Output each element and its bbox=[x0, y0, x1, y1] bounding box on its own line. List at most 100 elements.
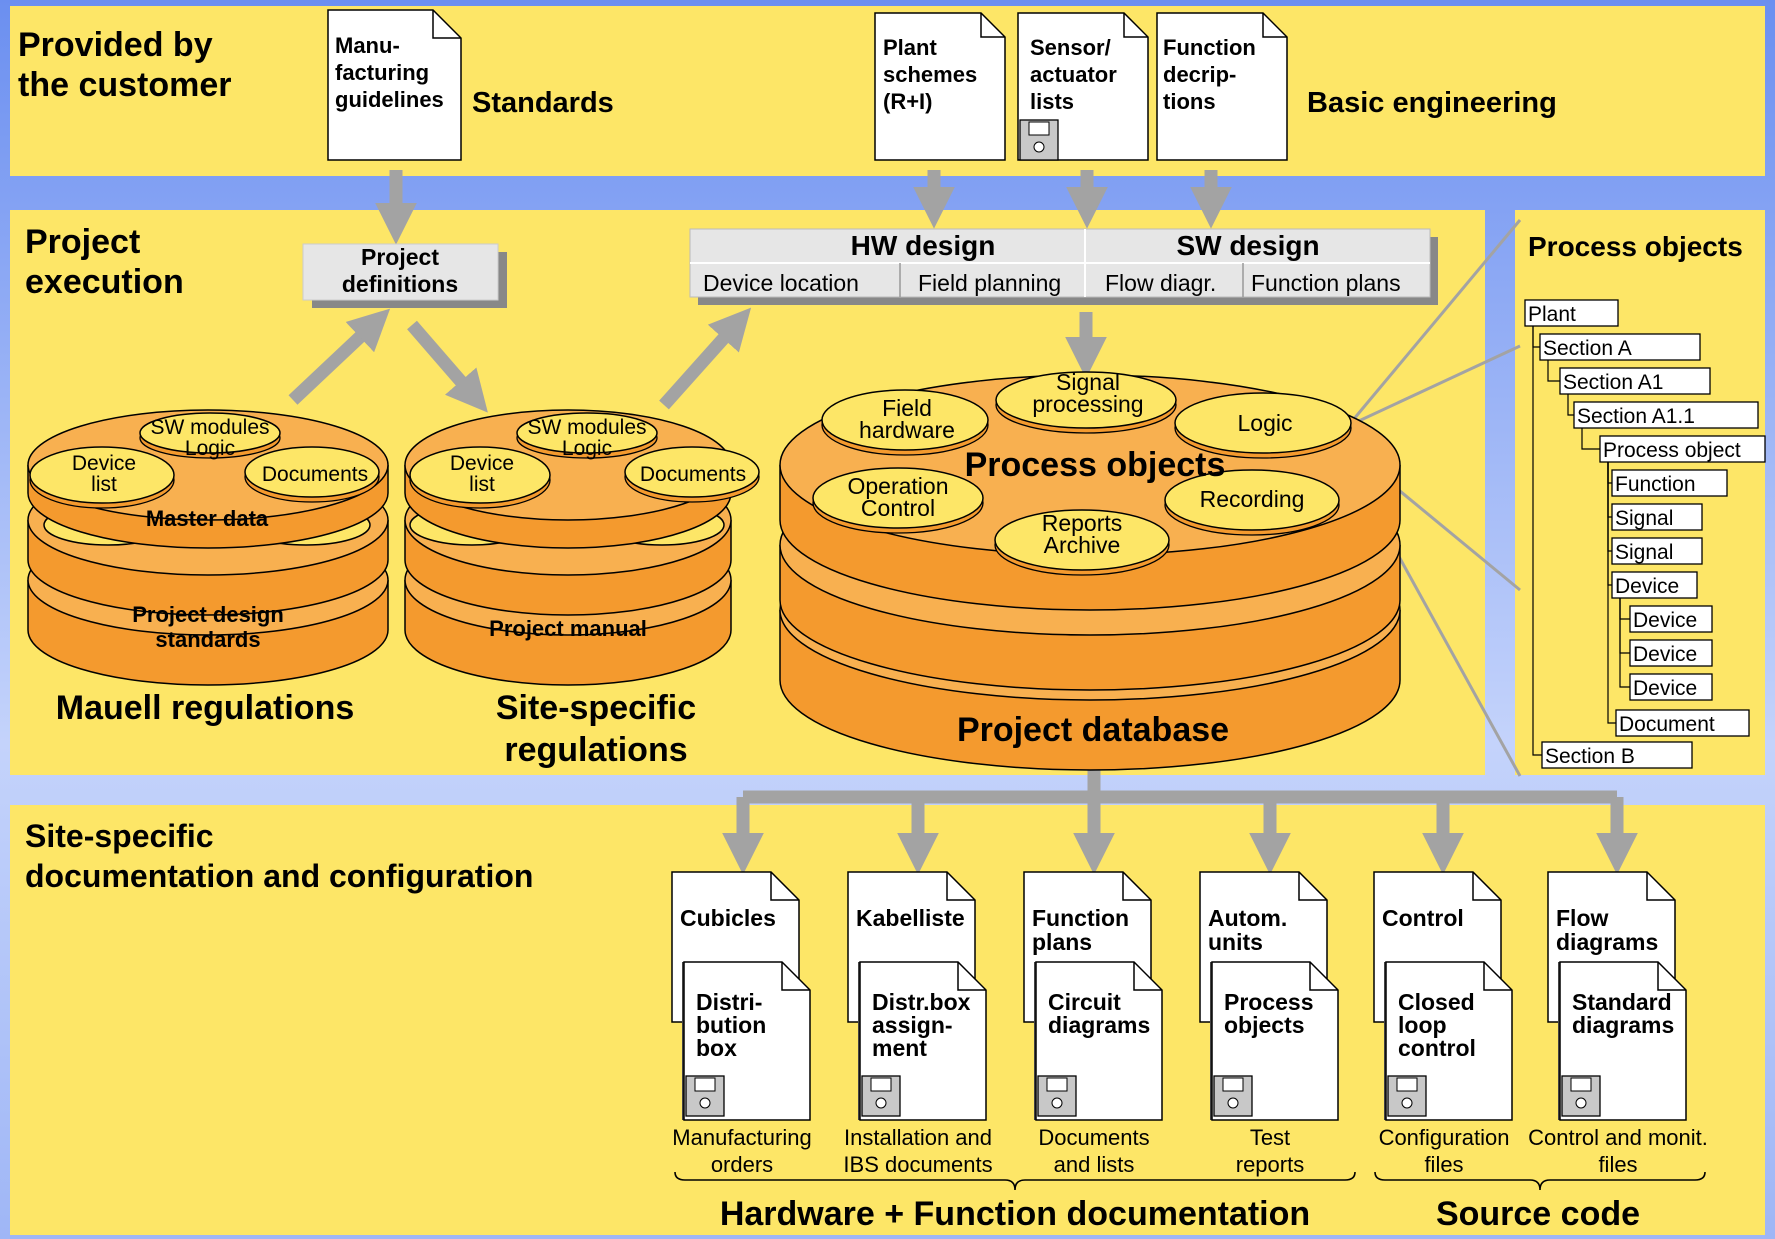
oval-field-hardware bbox=[821, 389, 989, 451]
project-definitions-label: Project bbox=[361, 244, 439, 270]
tree-node bbox=[1611, 503, 1703, 531]
floppy-shutter bbox=[1570, 1077, 1592, 1092]
brace-hardware-function bbox=[674, 1171, 1356, 1191]
doc-back-label: units bbox=[1208, 929, 1263, 955]
customer-title: the customer bbox=[18, 66, 232, 104]
design-cell: Field planning bbox=[918, 270, 1061, 296]
doc-back-label: plans bbox=[1032, 929, 1092, 955]
project-definitions-box bbox=[302, 243, 499, 301]
doc-front-label: assign- bbox=[872, 1012, 953, 1038]
tree-node-label: Process object bbox=[1603, 439, 1741, 462]
project-database-caption: Project database bbox=[957, 711, 1229, 749]
tree-node bbox=[1629, 639, 1713, 667]
doc-label: Function bbox=[1163, 35, 1256, 60]
tree-connector bbox=[1619, 598, 1630, 688]
doc-front-label: Process bbox=[1224, 989, 1314, 1015]
tree-node bbox=[1559, 367, 1711, 395]
sw-modules-label: Logic bbox=[185, 437, 235, 460]
tree-node-label: Section A bbox=[1543, 337, 1632, 360]
site-docs-title: Site-specific bbox=[25, 818, 214, 854]
design-cell: Function plans bbox=[1251, 270, 1401, 296]
tree-connector bbox=[1581, 428, 1600, 450]
tree-node bbox=[1629, 605, 1713, 633]
doc-caption: files bbox=[1424, 1152, 1463, 1177]
tree-connector bbox=[1547, 360, 1560, 382]
hardware-function-label: Hardware + Function documentation bbox=[720, 1195, 1310, 1233]
arrow-definitions-to-site bbox=[407, 320, 488, 413]
doc-front-label: Circuit bbox=[1048, 989, 1121, 1015]
floppy-hub bbox=[1033, 141, 1045, 153]
doc-label: Sensor/ bbox=[1030, 35, 1111, 60]
doc-caption: Test bbox=[1250, 1125, 1290, 1150]
field-hardware-label: hardware bbox=[859, 417, 955, 443]
floppy-shutter bbox=[694, 1077, 716, 1092]
page-fold bbox=[1472, 872, 1501, 901]
project-manual-label: Project manual bbox=[489, 616, 647, 641]
tree-node-label: Function bbox=[1615, 473, 1696, 496]
doc-label: Manu- bbox=[335, 33, 400, 58]
doc-front-label: loop bbox=[1398, 1012, 1447, 1038]
basic-engineering-label: Basic engineering bbox=[1307, 87, 1557, 119]
page-fold bbox=[432, 10, 461, 39]
project-design-standards-label: Project design bbox=[132, 602, 284, 627]
tree-connector bbox=[1567, 394, 1574, 416]
doc-front-label: diagrams bbox=[1048, 1012, 1150, 1038]
doc-caption: IBS documents bbox=[843, 1152, 992, 1177]
reports-archive-label: Archive bbox=[1044, 532, 1121, 558]
page-fold bbox=[1646, 872, 1675, 901]
page-fold bbox=[1123, 13, 1148, 38]
oval-operation-control bbox=[812, 467, 984, 529]
oval-device-list bbox=[409, 446, 551, 504]
doc-caption: Control and monit. bbox=[1528, 1125, 1708, 1150]
page-fold bbox=[1657, 962, 1686, 991]
tree-connector bbox=[1607, 462, 1616, 724]
design-cell: Flow diagr. bbox=[1105, 270, 1216, 296]
floppy-shutter bbox=[870, 1077, 892, 1092]
floppy-hub bbox=[699, 1097, 711, 1109]
execution-title: Project bbox=[25, 223, 140, 261]
floppy-hub bbox=[1575, 1097, 1587, 1109]
doc-back-label: Function bbox=[1032, 905, 1129, 931]
doc-front-label: Distr.box bbox=[872, 989, 971, 1015]
floppy-hub bbox=[1227, 1097, 1239, 1109]
tree-node-label: Section A1 bbox=[1563, 371, 1663, 394]
signal-processing-label: processing bbox=[1032, 391, 1143, 417]
tree-node-label: Device bbox=[1633, 643, 1697, 666]
doc-caption: files bbox=[1598, 1152, 1637, 1177]
doc-back-label: Flow bbox=[1556, 905, 1608, 931]
tree-node-label: Section B bbox=[1545, 745, 1635, 768]
doc-label: actuator bbox=[1030, 62, 1117, 87]
device-list-label: Device bbox=[450, 452, 514, 475]
standards-label: Standards bbox=[472, 87, 614, 119]
doc-back-label: diagrams bbox=[1556, 929, 1658, 955]
tree-node bbox=[1541, 741, 1693, 769]
reports-archive-label: Reports bbox=[1042, 510, 1123, 536]
doc-front-label: ment bbox=[872, 1035, 927, 1061]
page-fold bbox=[1262, 13, 1287, 38]
doc-label: lists bbox=[1030, 89, 1074, 114]
customer-title: Provided by bbox=[18, 26, 213, 64]
floppy-shutter bbox=[1396, 1077, 1418, 1092]
zoom-line bbox=[1347, 344, 1521, 428]
execution-title: execution bbox=[25, 263, 184, 301]
doc-label: schemes bbox=[883, 62, 977, 87]
tree-node bbox=[1611, 469, 1728, 497]
device-list-label: list bbox=[469, 473, 495, 496]
doc-front-label: objects bbox=[1224, 1012, 1305, 1038]
site-regulations-caption: regulations bbox=[504, 731, 687, 769]
tree-node-label: Signal bbox=[1615, 541, 1673, 564]
project-design-standards-label: standards bbox=[155, 627, 260, 652]
doc-caption: Manufacturing bbox=[672, 1125, 811, 1150]
doc-caption: Documents bbox=[1038, 1125, 1149, 1150]
doc-manufacturing-guidelines bbox=[327, 9, 462, 161]
tree-node-label: Device bbox=[1633, 677, 1697, 700]
oval-device-list bbox=[29, 446, 175, 504]
site-docs-title: documentation and configuration bbox=[25, 858, 533, 894]
brace-source-code bbox=[1374, 1171, 1706, 1191]
oval-documents bbox=[624, 446, 760, 498]
page-fold bbox=[1122, 872, 1151, 901]
tree-node bbox=[1611, 537, 1703, 565]
page-fold bbox=[1483, 962, 1512, 991]
floppy-hub bbox=[1051, 1097, 1063, 1109]
